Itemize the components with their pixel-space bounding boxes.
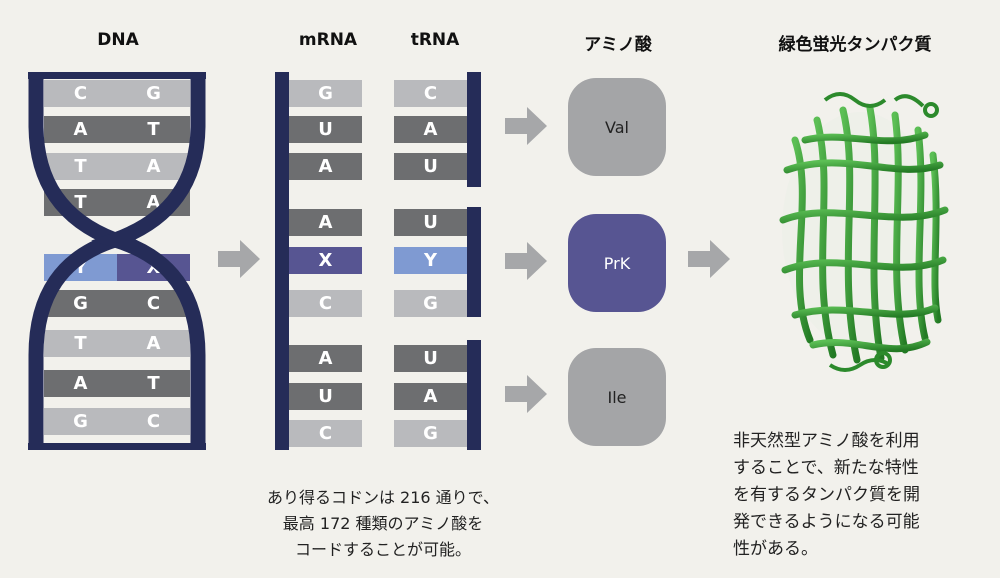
trna-base: A: [394, 116, 467, 143]
dna-backbone: [28, 72, 206, 450]
trna-base: U: [394, 153, 467, 180]
trna-base: C: [394, 80, 467, 107]
mrna-base: G: [289, 80, 362, 107]
trna-base: G: [394, 420, 467, 447]
dna-base-right: T: [117, 370, 190, 397]
trna-header: tRNA: [410, 30, 460, 50]
amino-acid-prk: PrK: [568, 214, 666, 312]
dna-strand-left: [28, 72, 138, 450]
dna-strand-right: [91, 72, 206, 450]
mrna-base: C: [289, 420, 362, 447]
trna-backbone-3: [467, 340, 481, 450]
dna-base-right: G: [117, 80, 190, 107]
codon-caption-line: 最高 172 種類のアミノ酸を: [282, 514, 484, 533]
trna-base: U: [394, 209, 467, 236]
dna-base-left: T: [44, 153, 117, 180]
mrna-header: mRNA: [298, 30, 358, 50]
dna-base-left: G: [44, 408, 117, 435]
dna-base-right: A: [117, 330, 190, 357]
dna-cap-top: [28, 72, 206, 79]
mrna-backbone: [275, 72, 289, 450]
dna-base-right: A: [117, 153, 190, 180]
gfp-caption-line: することで、新たな特性: [733, 458, 919, 478]
codon-caption: あり得るコドンは 216 通りで、 最高 172 種類のアミノ酸を コードするこ…: [248, 485, 518, 563]
dna-base-right: C: [117, 290, 190, 317]
gfp-caption-line: 非天然型アミノ酸を利用: [733, 431, 920, 451]
codon-caption-line: あり得るコドンは 216 通りで、: [266, 488, 500, 507]
mrna-base: A: [289, 345, 362, 372]
trna-backbone-2: [467, 207, 481, 317]
dna-header: DNA: [97, 30, 139, 50]
mrna-base: A: [289, 153, 362, 180]
trna-base: U: [394, 345, 467, 372]
gfp-caption-line: 発できるようになる可能: [733, 512, 920, 532]
trna-base: G: [394, 290, 467, 317]
trna-backbone-1: [467, 72, 481, 187]
arrow-dna-to-mrna: [218, 240, 260, 278]
trna-base: Y: [394, 247, 467, 274]
dna-base-left: T: [44, 330, 117, 357]
arrow-trna-to-val: [505, 107, 547, 145]
amino-acid-val: Val: [568, 78, 666, 176]
mrna-base: C: [289, 290, 362, 317]
mrna-base: A: [289, 209, 362, 236]
dna-cap-bottom: [28, 443, 206, 450]
amino-acid-ile: Ile: [568, 348, 666, 446]
gfp-caption-line: を有するタンパク質を開: [733, 485, 920, 505]
mrna-base: X: [289, 247, 362, 274]
gfp-caption: 非天然型アミノ酸を利用 することで、新たな特性 を有するタンパク質を開 発できる…: [733, 428, 993, 563]
arrow-trna-to-ile: [505, 375, 547, 413]
dna-base-left: A: [44, 370, 117, 397]
dna-base-left: C: [44, 80, 117, 107]
arrow-aa-to-protein: [688, 240, 730, 278]
amino-acid-header: アミノ酸: [584, 35, 652, 55]
codon-caption-line: コードすることが可能。: [294, 540, 471, 559]
gfp-header: 緑色蛍光タンパク質: [778, 35, 932, 55]
gfp-caption-line: 性がある。: [733, 539, 818, 559]
dna-base-right: T: [117, 116, 190, 143]
mrna-base: U: [289, 116, 362, 143]
trna-base: A: [394, 383, 467, 410]
dna-base-right: C: [117, 408, 190, 435]
arrow-trna-to-prk: [505, 242, 547, 280]
gfp-protein-image: [779, 92, 949, 372]
dna-base-left: A: [44, 116, 117, 143]
mrna-base: U: [289, 383, 362, 410]
